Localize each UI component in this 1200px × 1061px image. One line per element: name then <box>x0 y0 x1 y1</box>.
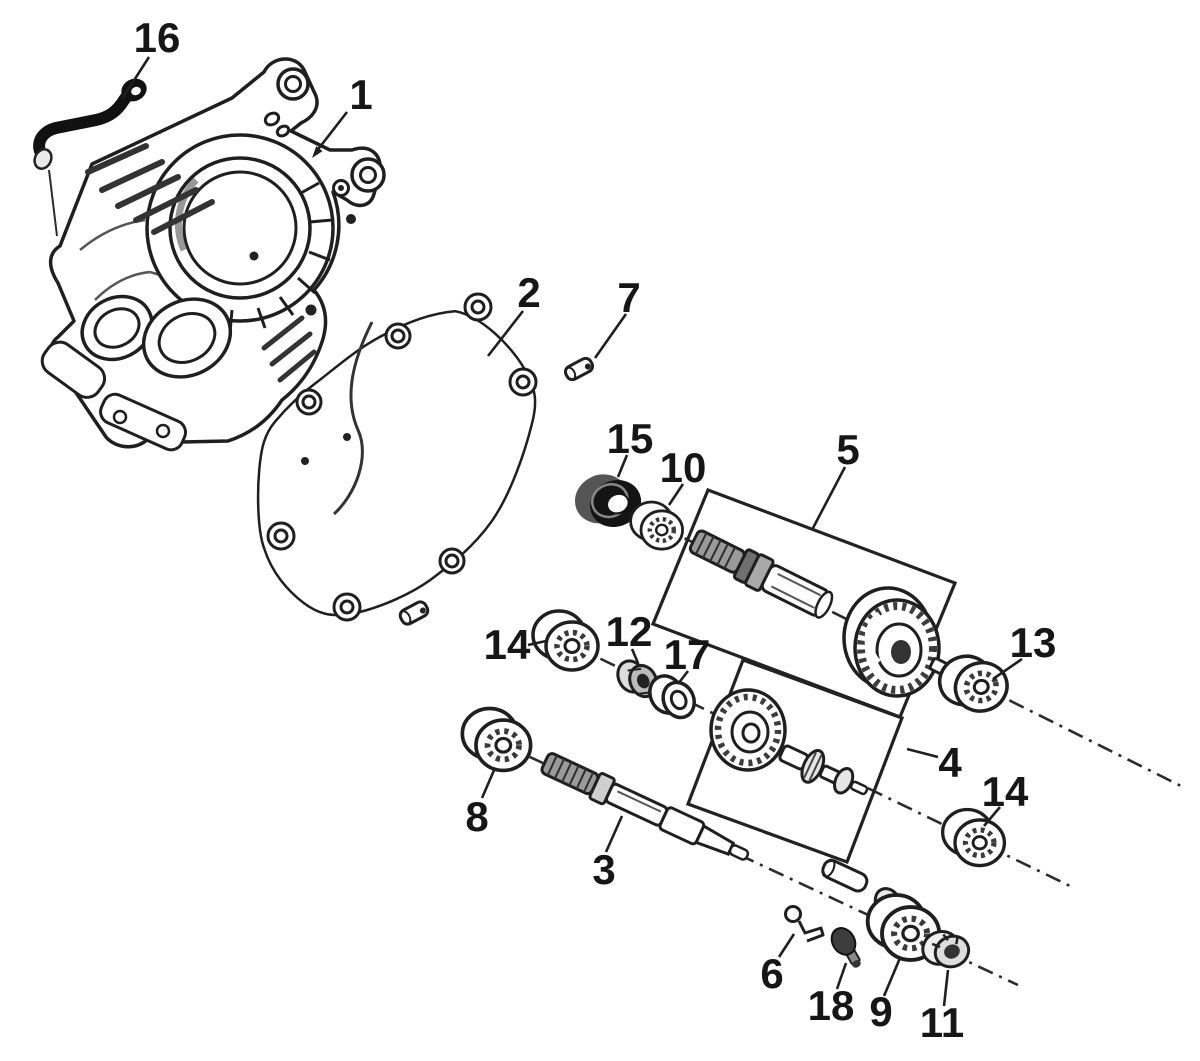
skirt-fins <box>261 315 317 383</box>
bore-small-right <box>141 297 233 379</box>
cover-gasket <box>256 292 538 622</box>
leader-13 <box>992 657 1023 681</box>
leader-12 <box>630 648 640 664</box>
cooling-fins <box>85 143 215 235</box>
callout-8: 8 <box>465 793 488 840</box>
leader-7 <box>593 313 628 359</box>
axis-lines <box>469 492 1184 987</box>
callout-7: 7 <box>617 274 640 321</box>
callout-10: 10 <box>660 444 707 491</box>
leader-14L <box>527 639 547 647</box>
leader-1 <box>314 111 349 153</box>
callout-13: 13 <box>1010 619 1057 666</box>
bearing-8 <box>462 709 530 771</box>
flange-spokes <box>228 181 333 333</box>
callout-11: 11 <box>920 999 964 1046</box>
leader-2 <box>486 310 525 357</box>
callout-5: 5 <box>836 426 859 473</box>
clip-6 <box>784 905 825 943</box>
callout-1: 1 <box>349 71 372 118</box>
callout-12: 12 <box>606 608 653 655</box>
oil-seal-15 <box>574 474 642 528</box>
leader-17 <box>676 670 690 685</box>
box-part-4 <box>685 657 905 865</box>
leader-15 <box>616 454 629 478</box>
leader-8 <box>480 767 497 799</box>
drive-shaft <box>688 529 959 698</box>
leader-11 <box>942 969 950 1007</box>
assembly-boxes <box>650 487 958 865</box>
dowel-pin-7 <box>563 356 595 382</box>
callout-15: 15 <box>607 415 654 462</box>
gear-set-4 <box>709 688 869 893</box>
leader-9 <box>882 957 902 997</box>
washer-17 <box>648 674 696 720</box>
bore-small-left <box>80 294 154 362</box>
bolt-18 <box>830 927 861 968</box>
callout-18: 18 <box>808 982 855 1029</box>
spacer-sleeve <box>821 858 869 893</box>
output-shaft <box>540 752 750 861</box>
clutch-drum-gear <box>842 586 941 698</box>
bearing-10 <box>631 502 683 549</box>
gasket-bolt-ears <box>266 292 538 622</box>
callout-14-left: 14 <box>484 621 531 668</box>
dowel-pin-lower <box>398 600 430 626</box>
leader-lines <box>120 56 1023 1007</box>
leader-14R <box>983 806 1001 827</box>
callout-16: 16 <box>134 14 181 61</box>
leader-3 <box>604 815 624 853</box>
leader-6 <box>777 933 796 958</box>
leader-5 <box>811 466 847 529</box>
leader-16 <box>120 56 151 100</box>
bearing-14-right <box>943 810 1005 866</box>
leader-10 <box>667 483 685 506</box>
callout-17: 17 <box>664 631 711 678</box>
nut-12 <box>616 659 659 699</box>
gear-cluster <box>778 744 869 796</box>
leader-1-arrow <box>312 146 323 158</box>
callout-9: 9 <box>869 988 892 1035</box>
callout-4: 4 <box>938 739 962 786</box>
callout-3: 3 <box>592 846 615 893</box>
callout-14-right: 14 <box>982 768 1029 815</box>
gasket-fold-line <box>332 321 374 516</box>
bevel-gear <box>709 688 787 772</box>
leader-4 <box>906 747 939 759</box>
bearing-13 <box>933 646 1013 722</box>
breather-tube <box>33 78 147 237</box>
callout-labels: 16 1 2 7 15 10 5 14 12 17 13 4 8 3 14 6 … <box>134 14 1057 1046</box>
crankcase <box>40 57 386 452</box>
callout-6: 6 <box>760 950 783 997</box>
leader-18 <box>835 962 848 990</box>
callout-2: 2 <box>517 269 540 316</box>
nut-11 <box>921 930 971 969</box>
foot-left <box>40 340 107 399</box>
main-bore <box>182 170 298 286</box>
